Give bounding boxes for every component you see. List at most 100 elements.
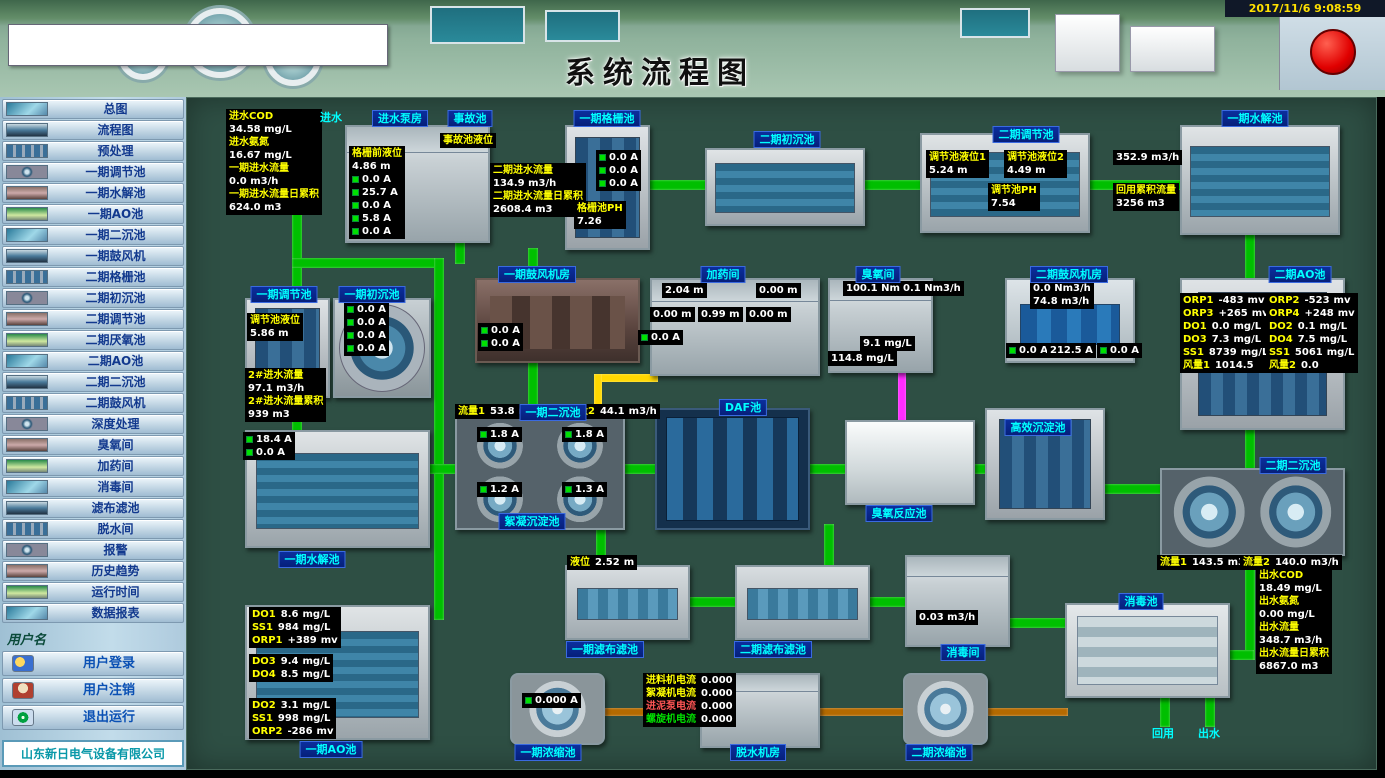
sidebar-item-1[interactable]: 总图 [2, 99, 184, 119]
station-label[interactable]: 消毒池 [1118, 593, 1164, 611]
station-label[interactable]: 一期水解池 [278, 551, 346, 569]
readout-row: 调节池液位2 [1007, 151, 1064, 164]
sidebar-item-2[interactable]: 流程图 [2, 120, 184, 140]
station-label[interactable]: 臭氧反应池 [865, 505, 933, 523]
station-xiaodujian[interactable] [905, 555, 1010, 647]
sidebar-item-15[interactable]: 二期鼓风机 [2, 393, 184, 413]
station-label[interactable]: 二期滤布滤池 [734, 641, 812, 659]
status-square-icon [347, 319, 354, 326]
nav-item-label: 预处理 [97, 144, 134, 158]
sidebar-item-24[interactable]: 运行时间 [2, 582, 184, 602]
sidebar-item-16[interactable]: 深度处理 [2, 414, 184, 434]
station-yiqi-shuijiechi[interactable] [245, 430, 430, 548]
alarm-indicator[interactable] [1310, 29, 1356, 75]
sidebar-item-12[interactable]: 二期厌氧池 [2, 330, 184, 350]
station-label[interactable]: 一期水解池 [1221, 110, 1289, 128]
station-label[interactable]: 消毒间 [940, 644, 986, 662]
station-label[interactable]: 一期滤布滤池 [566, 641, 644, 659]
readout-ozone-conc2: 114.8 mg/L [828, 351, 897, 366]
sidebar-item-5[interactable]: 一期水解池 [2, 183, 184, 203]
logout-button[interactable]: 用户注销 [2, 678, 184, 703]
station-label[interactable]: 脱水机房 [730, 744, 786, 762]
sidebar-item-17[interactable]: 臭氧间 [2, 435, 184, 455]
station-label[interactable]: 絮凝沉淀池 [498, 513, 566, 531]
sidebar-item-11[interactable]: 二期调节池 [2, 309, 184, 329]
station-daf-chi[interactable] [655, 408, 810, 530]
sidebar-item-10[interactable]: 二期初沉池 [2, 288, 184, 308]
station-yiqi-shuijiechi-shang[interactable] [1180, 125, 1340, 235]
readout-sc1-amp2: 1.8 A [562, 427, 607, 442]
station-yiqi-lvbulvchi[interactable] [565, 565, 690, 640]
sidebar-item-4[interactable]: 一期调节池 [2, 162, 184, 182]
station-label[interactable]: 二期鼓风机房 [1030, 266, 1108, 284]
pipe [1245, 232, 1255, 282]
readout-row: 格栅池PH [577, 202, 623, 215]
nav-item-icon [6, 270, 48, 284]
station-label[interactable]: 一期AO池 [299, 741, 363, 759]
station-label[interactable]: 二期初沉池 [753, 131, 821, 149]
station-label[interactable]: 二期调节池 [992, 126, 1060, 144]
pipe [898, 370, 906, 422]
station-erqi-lvbulvchi[interactable] [735, 565, 870, 640]
station-label: 回用 [1152, 727, 1174, 740]
station-label[interactable]: 一期格栅池 [573, 110, 641, 128]
station-erqi-chuchenchi[interactable] [705, 148, 865, 226]
sidebar-item-13[interactable]: 二期AO池 [2, 351, 184, 371]
readout-text: 0.0 A [362, 226, 391, 237]
sidebar-item-25[interactable]: 数据报表 [2, 603, 184, 623]
sidebar-item-21[interactable]: 脱水间 [2, 519, 184, 539]
readout-row: 0.00 m [749, 308, 788, 321]
sidebar-item-19[interactable]: 消毒间 [2, 477, 184, 497]
station-label[interactable]: 一期鼓风机房 [498, 266, 576, 284]
sidebar-item-23[interactable]: 历史趋势 [2, 561, 184, 581]
sidebar-item-6[interactable]: 一期AO池 [2, 204, 184, 224]
station-label[interactable]: 一期二沉池 [519, 404, 587, 422]
station-label[interactable]: 二期二沉池 [1259, 457, 1327, 475]
station-label[interactable]: 一期初沉池 [338, 286, 406, 304]
station-chouyang-fanyingchi[interactable] [845, 420, 975, 505]
readout-value: -286 [287, 726, 313, 737]
station-label[interactable]: 一期调节池 [250, 286, 318, 304]
station-xiaoduchi[interactable] [1065, 603, 1230, 698]
sidebar-item-7[interactable]: 一期二沉池 [2, 225, 184, 245]
sidebar-item-18[interactable]: 加药间 [2, 456, 184, 476]
readout-value: 8739 [1208, 347, 1237, 358]
nav-item-label: 二期二沉池 [85, 375, 146, 389]
sidebar-item-3[interactable]: 预处理 [2, 141, 184, 161]
station-erqi-nongsuochi[interactable] [903, 673, 988, 745]
sidebar-item-14[interactable]: 二期二沉池 [2, 372, 184, 392]
nav-item-icon [6, 375, 48, 389]
station-label[interactable]: 进水泵房 [372, 110, 428, 128]
login-button[interactable]: 用户登录 [2, 651, 184, 676]
station-label[interactable]: 高效沉淀池 [1004, 419, 1072, 437]
station-yiqi-nongsuochi[interactable] [510, 673, 605, 745]
readout-row: 0.0 A [1100, 344, 1139, 357]
sidebar-item-9[interactable]: 二期格栅池 [2, 267, 184, 287]
readout-row: 348.7 m3/h [1259, 634, 1329, 647]
nav-item-icon [6, 123, 48, 137]
station-yiqi-gufengjifang[interactable] [475, 278, 640, 363]
nav-item-label: 一期鼓风机 [85, 249, 146, 263]
readout-value: 7.5 [1297, 334, 1316, 345]
readout-row: 2608.4 m3 [493, 203, 583, 216]
station-label[interactable]: 二期浓缩池 [905, 744, 973, 762]
sidebar-item-20[interactable]: 滤布滤池 [2, 498, 184, 518]
readout-text: 调节池液位 [250, 315, 300, 326]
station-label[interactable]: 事故池 [447, 110, 493, 128]
sidebar-item-8[interactable]: 一期鼓风机 [2, 246, 184, 266]
station-label[interactable]: 一期浓缩池 [514, 744, 582, 762]
station-label[interactable]: 加药间 [700, 266, 746, 284]
readout-dosing-level2: 0.00 m [756, 283, 801, 298]
readout-label: DO3 [252, 656, 276, 667]
exit-button[interactable]: 退出运行 [2, 705, 184, 730]
sidebar-item-22[interactable]: 报警 [2, 540, 184, 560]
station-label[interactable]: 臭氧间 [855, 266, 901, 284]
station-erqi-erchenchi[interactable] [1160, 468, 1345, 556]
readout-value: 44.1 [599, 406, 625, 417]
nav-item-label: 滤布滤池 [91, 501, 140, 515]
station-label[interactable]: 二期AO池 [1268, 266, 1332, 284]
station-label[interactable]: DAF池 [718, 399, 768, 417]
